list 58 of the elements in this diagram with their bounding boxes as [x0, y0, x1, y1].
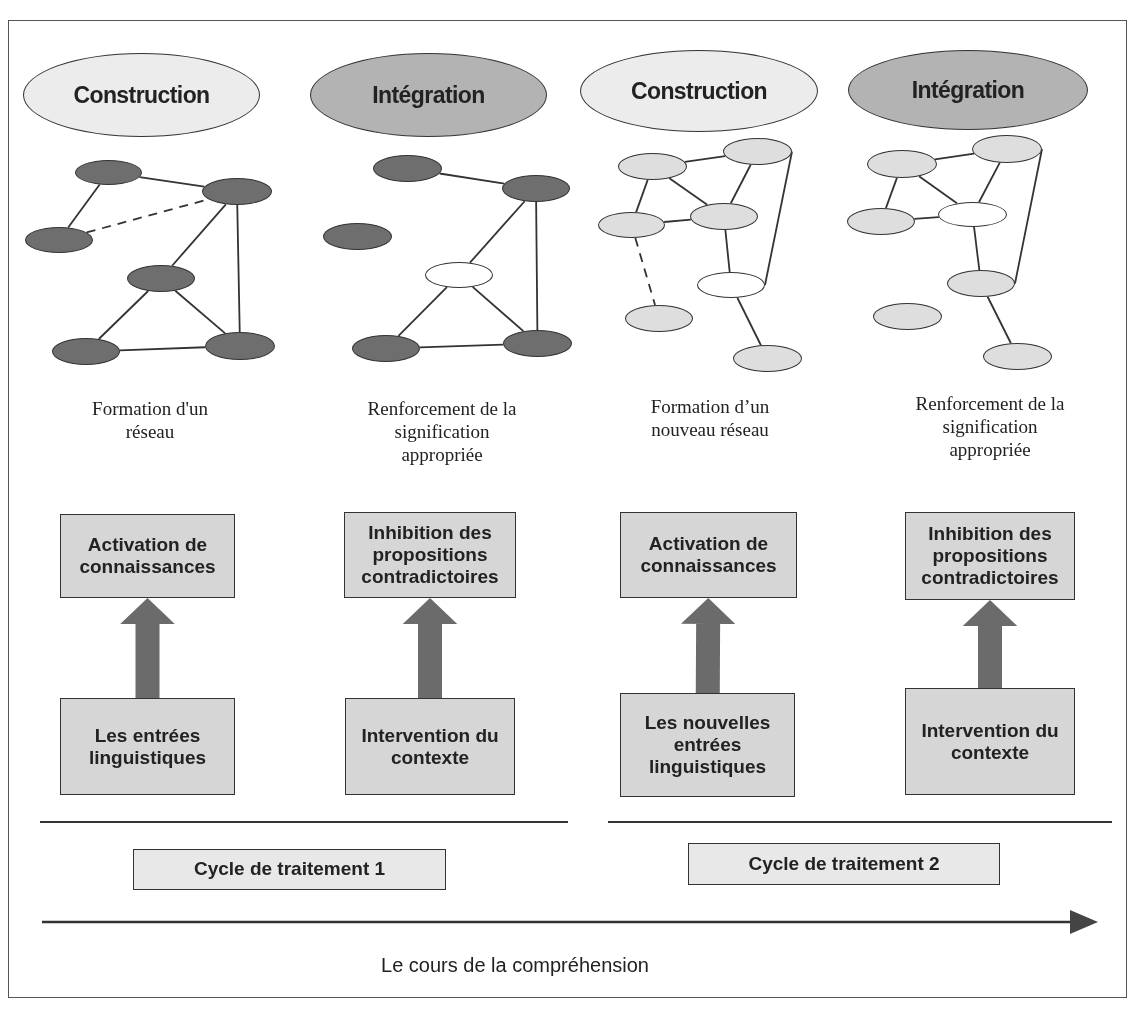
connector-line [419, 343, 504, 349]
connector-line [934, 152, 975, 161]
timeline-label: Le cours de la compréhension [380, 953, 650, 978]
stage-ellipse: Intégration [310, 53, 547, 137]
cycle-box: Cycle de traitement 1 [133, 849, 446, 890]
concept-node [25, 227, 93, 253]
process-box: Inhibition des propositions contradictoires [344, 512, 516, 598]
process-box: Les nouvelles entrées linguistiques [620, 693, 795, 797]
connector-line [171, 203, 227, 267]
stage-ellipse: Construction [23, 53, 260, 137]
connector-line [635, 178, 649, 213]
concept-node [972, 135, 1042, 163]
connector-line [236, 204, 241, 333]
connector-line [885, 176, 898, 210]
connector-line [469, 200, 526, 264]
connector-line [663, 218, 692, 223]
caption-text: Formation d’un nouveau réseau [649, 396, 771, 442]
connector-line [913, 216, 940, 220]
connector-line [438, 172, 506, 185]
process-box: Intervention du contexte [905, 688, 1075, 795]
connector-line [973, 226, 981, 271]
concept-node [502, 175, 570, 202]
connector-line [118, 346, 207, 352]
block-arrow [680, 598, 736, 694]
connector-line [138, 176, 206, 188]
process-box: Intervention du contexte [345, 698, 515, 795]
caption-text: Formation d'un réseau [91, 398, 209, 444]
concept-node [202, 178, 272, 205]
connector-line [729, 163, 752, 205]
connector-line [634, 237, 656, 306]
stage-ellipse: Construction [580, 50, 818, 132]
cycle-box: Cycle de traitement 2 [688, 843, 1000, 885]
connector-line [986, 295, 1012, 345]
connector-line [736, 296, 762, 347]
connector-line [67, 183, 101, 229]
process-box: Activation de connaissances [60, 514, 235, 598]
process-box: Inhibition des propositions contradictoires [905, 512, 1075, 600]
connector-line [97, 290, 150, 340]
block-arrow [120, 598, 175, 698]
connector-line [978, 161, 1001, 204]
concept-node [867, 150, 937, 178]
block-arrow [402, 598, 458, 698]
block-arrow [962, 600, 1018, 688]
stage-ellipse: Intégration [848, 50, 1088, 130]
connector-line [397, 286, 448, 337]
connector-line [724, 229, 731, 273]
concept-node [373, 155, 442, 182]
caption-text: Renforcement de la signification appropriée [914, 393, 1066, 462]
process-box: Activation de connaissances [620, 512, 797, 598]
concept-node [697, 272, 765, 298]
concept-node [947, 270, 1015, 297]
concept-node [723, 138, 792, 165]
connector-line [535, 201, 539, 331]
process-box: Les entrées linguistiques [60, 698, 235, 795]
concept-node [205, 332, 275, 360]
connector-line [684, 155, 726, 163]
concept-node [75, 160, 142, 185]
caption-text: Renforcement de la signification appropriée [366, 398, 518, 467]
